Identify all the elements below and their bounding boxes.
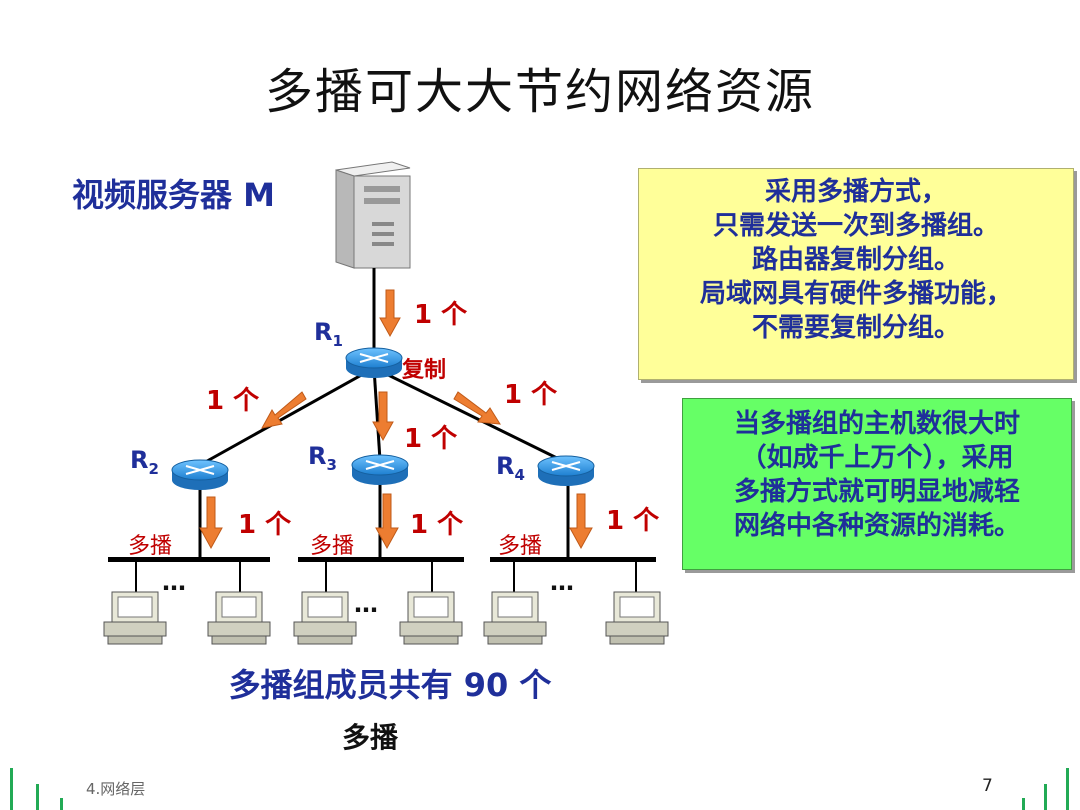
router-label-r1: R1 [314,318,343,350]
server-icon [335,161,411,269]
computer-icon [207,591,271,645]
callout-line: 只需发送一次到多播组。 [712,211,999,241]
multicast-label: 多播 [128,534,173,559]
computer-icon [605,591,669,645]
server-label: 视频服务器 M [72,176,275,214]
multicast-label: 多播 [498,534,543,559]
multicast-label: 多播 [310,534,355,559]
count-label: 1 个 [404,424,458,454]
accent-bar [36,784,39,810]
callout-line: 多播方式就可明显地减轻 [733,477,1020,507]
router-label-r3: R3 [308,442,337,474]
count-label: 1 个 [414,300,468,330]
router-icon-r3 [351,454,409,485]
green-callout: 当多播组的主机数很大时 （如成千上万个），采用 多播方式就可明显地减轻 网络中各… [682,398,1072,570]
router-label-r4: R4 [496,452,525,484]
count-label: 1 个 [606,506,660,536]
computer-icon [103,591,167,645]
callout-line: 局域网具有硬件多播功能， [699,279,1012,309]
ellipsis: … [162,568,187,596]
group-member-count: 多播组成员共有 90 个 [228,666,552,704]
count-label: 1 个 [238,510,292,540]
diagram-caption: 多播 [341,721,398,754]
yellow-callout: 采用多播方式， 只需发送一次到多播组。 路由器复制分组。 局域网具有硬件多播功能… [638,168,1074,380]
accent-bar [10,768,13,810]
callout-line: 不需要复制分组。 [751,313,960,343]
accent-bar [60,798,63,810]
computer-icon [483,591,547,645]
lan-buses [108,557,656,592]
count-label: 1 个 [206,386,260,416]
host-computers [103,591,669,645]
copy-label: 复制 [402,358,447,383]
callout-line: 采用多播方式， [764,177,947,207]
router-icon-r2 [171,459,229,490]
accent-bar [1022,798,1025,810]
ellipsis: … [550,568,575,596]
ellipsis: … [354,590,379,618]
callout-line: （如成千上万个），采用 [740,443,1014,473]
router-icon-r4 [537,455,595,486]
footer-chapter: 4.网络层 [86,780,146,798]
router-label-r2: R2 [130,446,159,478]
computer-icon [399,591,463,645]
router-icon-r1 [345,347,403,378]
callout-line: 网络中各种资源的消耗。 [733,511,1020,541]
accent-bar [1066,768,1069,810]
count-label: 1 个 [504,380,558,410]
callout-line: 当多播组的主机数很大时 [733,409,1020,439]
computer-icon [293,591,357,645]
links [198,268,570,557]
page-title: 多播可大大节约网络资源 [264,64,815,120]
packet-arrows [199,289,593,550]
count-label: 1 个 [410,510,464,540]
accent-bar [1044,784,1047,810]
callout-line: 路由器复制分组。 [751,245,960,275]
page-number: 7 [982,776,993,796]
